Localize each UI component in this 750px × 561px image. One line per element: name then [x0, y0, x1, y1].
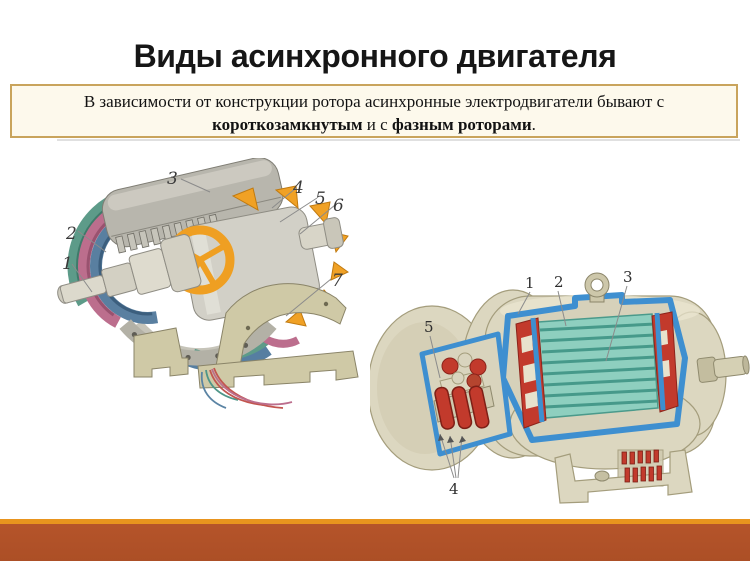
part-label-7: 7 — [332, 271, 343, 291]
bold-term-wound: фазным роторами — [391, 115, 532, 134]
figure-squirrel-cage-motor: 1 2 3 4 5 6 7 — [48, 157, 360, 428]
brush-gear — [439, 352, 487, 397]
part-label-1: 1 — [62, 254, 73, 274]
part-label-5: 5 — [315, 189, 326, 209]
part-label-2: 2 — [554, 273, 564, 291]
squirrel-cage-motor-drawing: 1 2 3 4 5 6 7 — [57, 157, 359, 409]
accent-bar-dark — [0, 524, 750, 561]
slide-title: Виды асинхронного двигателя — [133, 38, 617, 75]
part-label-4: 4 — [292, 178, 304, 198]
leader-lines — [71, 178, 336, 317]
lifting-eyebolt — [584, 272, 610, 303]
terminal-studs — [621, 449, 662, 483]
info-text-line1: В зависимости от конструкции ротора асин… — [83, 92, 665, 111]
accent-bar-light — [0, 519, 750, 524]
part-label-2: 2 — [65, 224, 77, 244]
part-label-3: 3 — [167, 169, 178, 189]
part-label-4: 4 — [449, 480, 459, 498]
base-bolt-holes — [245, 301, 329, 331]
lead-wires — [200, 367, 293, 409]
part-label-3: 3 — [623, 268, 633, 286]
part-label-5: 5 — [424, 318, 434, 336]
leader-arrowheads — [438, 434, 466, 443]
stator-frame-ribs — [530, 312, 666, 423]
divider-line — [57, 139, 740, 141]
bold-term-cage: короткозамкнутым — [212, 115, 363, 134]
info-text-line2: короткозамкнутым и с фазным роторами. — [212, 115, 536, 134]
output-shaft — [696, 355, 750, 383]
leader-lines — [429, 285, 628, 479]
stator-laminations — [101, 157, 284, 254]
figure-wound-rotor-motor: 1 2 3 4 5 — [367, 266, 750, 516]
rotor-core-bars — [537, 313, 659, 419]
part-label-1: 1 — [525, 274, 535, 292]
wound-rotor-motor-drawing: 1 2 3 4 5 — [367, 268, 750, 504]
foot-bolt-hole — [594, 470, 610, 482]
part-label-6: 6 — [333, 196, 344, 216]
info-box: В зависимости от конструкции ротора асин… — [10, 84, 738, 138]
shaft — [57, 234, 202, 304]
motor-base — [133, 283, 359, 389]
slip-rings — [434, 385, 490, 430]
mounting-foot — [554, 449, 693, 504]
rear-shaft-stub — [298, 217, 344, 250]
